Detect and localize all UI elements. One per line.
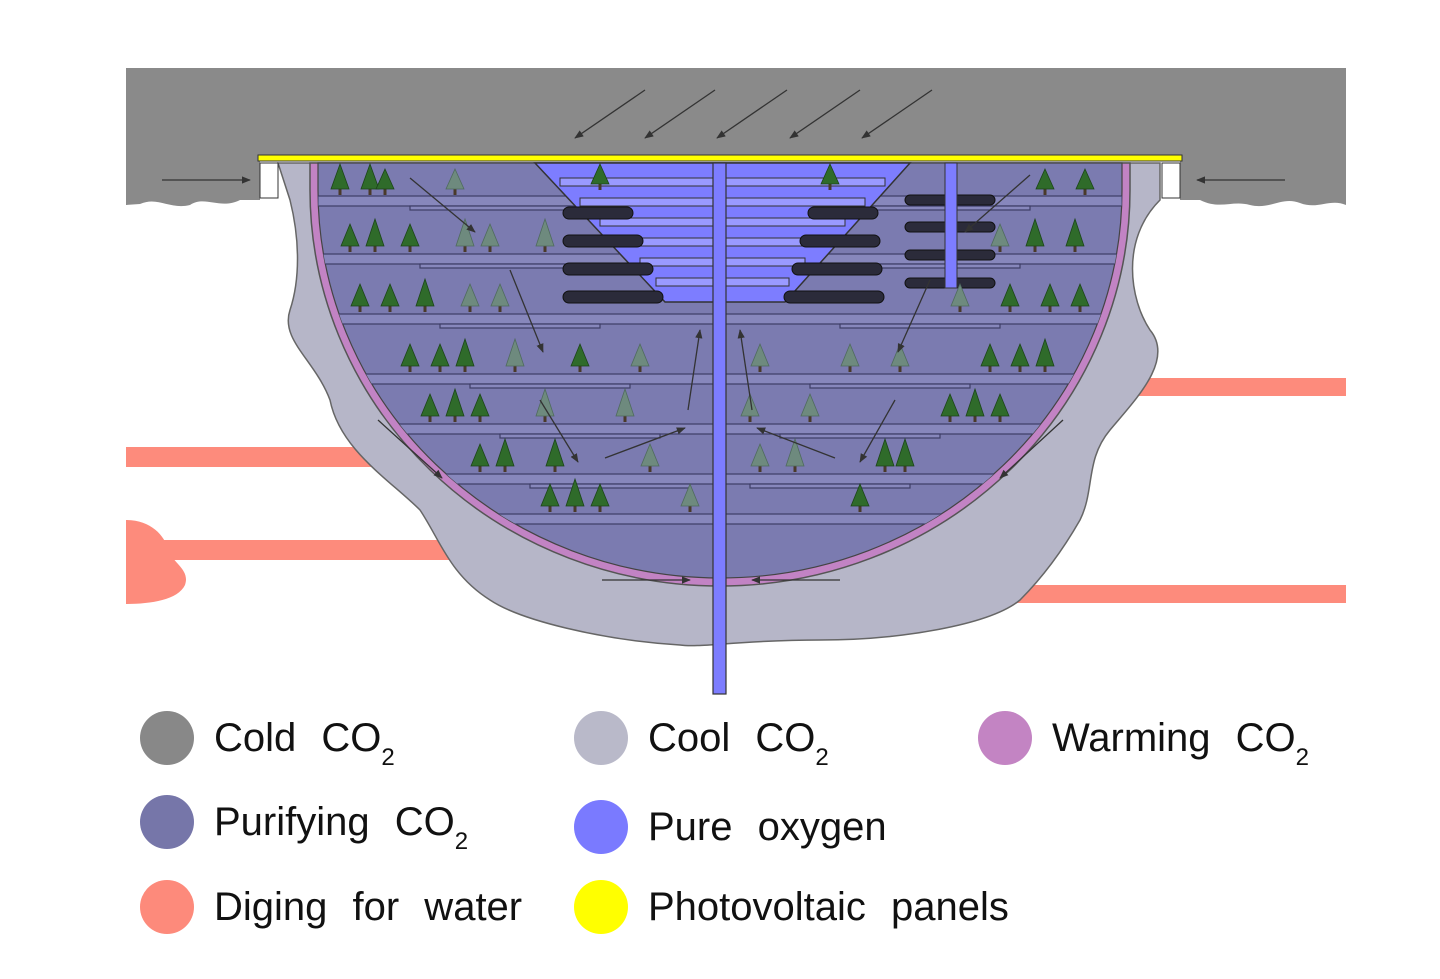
tree-icon [535, 387, 555, 422]
tree-icon [680, 482, 700, 512]
tree-icon [400, 342, 420, 372]
tree-icon [750, 342, 770, 372]
digging-swatch-icon [140, 880, 194, 934]
tree-icon [980, 342, 1000, 372]
pipe-left-lower [160, 540, 490, 560]
tree-icon [565, 477, 585, 512]
tree-icon [590, 163, 610, 190]
cold-co2-swatch-icon [140, 711, 194, 765]
legend-digging-for-water: Diging for water [140, 877, 522, 937]
tree-icon [1070, 282, 1090, 312]
legend-label: Cool CO2 [648, 716, 829, 771]
tree-icon [400, 222, 420, 252]
tree-icon [590, 482, 610, 512]
legend-warming-co2: Warming CO2 [978, 708, 1310, 771]
tree-icon [1025, 217, 1045, 252]
tree-icon [430, 342, 450, 372]
vent-left [259, 162, 279, 199]
legend-label: Photovoltaic panels [648, 885, 1009, 929]
tree-icon [330, 162, 350, 195]
tree-icon [570, 342, 590, 372]
pure-oxygen-swatch-icon [574, 800, 628, 854]
warming-co2-swatch-icon [978, 711, 1032, 765]
tree-icon [990, 222, 1010, 252]
tree-icon [460, 282, 480, 312]
tree-icon [940, 392, 960, 422]
legend-label: Pure oxygen [648, 805, 887, 849]
pipe-left-bulb [126, 520, 187, 604]
purifying-co2-swatch-icon [140, 795, 194, 849]
tree-icon [1000, 282, 1020, 312]
tree-icon [640, 442, 660, 472]
oxygen-shaft [712, 162, 727, 695]
tree-icon [490, 282, 510, 312]
legend-label: Diging for water [214, 885, 523, 929]
tree-icon [840, 342, 860, 372]
tree-icon [540, 482, 560, 512]
pipe-left-upper [126, 447, 386, 467]
tree-icon [750, 442, 770, 472]
tree-icon [375, 168, 395, 195]
legend-label: Purifying CO2 [214, 800, 469, 855]
tree-icon [875, 437, 895, 472]
tree-icon [890, 342, 910, 372]
tree-icon [1035, 168, 1055, 195]
tree-icon [895, 437, 915, 472]
tree-icon [495, 437, 515, 472]
tree-icon [445, 168, 465, 195]
tree-icon [990, 392, 1010, 422]
pipe-right-lower [1000, 585, 1346, 603]
tree-icon [820, 163, 840, 190]
tree-icon [1010, 342, 1030, 372]
tree-icon [545, 437, 565, 472]
tree-icon [1075, 168, 1095, 195]
tree-icon [965, 387, 985, 422]
vent-right [1161, 162, 1181, 199]
tree-icon [1035, 337, 1055, 372]
tree-icon [740, 392, 760, 422]
tree-icon [380, 282, 400, 312]
flow-arrows [162, 89, 1285, 584]
tree-icon [1040, 282, 1060, 312]
tree-icon [785, 437, 805, 472]
cold-co2-layer [126, 68, 1346, 207]
tree-icon [445, 387, 465, 422]
photovoltaic-panel [257, 154, 1183, 162]
tree-icon [615, 387, 635, 422]
tree-icon [455, 337, 475, 372]
tree-icon [950, 282, 970, 312]
tree-icon [480, 222, 500, 252]
legend-label: Warming CO2 [1052, 716, 1310, 771]
tree-icon [470, 392, 490, 422]
legend-purifying-co2: Purifying CO2 [140, 792, 469, 855]
legend-pure-oxygen: Pure oxygen [574, 797, 887, 857]
tree-icon [800, 392, 820, 422]
tree-icon [415, 277, 435, 312]
tree-icon [350, 282, 370, 312]
tree-icon [630, 342, 650, 372]
tree-icon [535, 217, 555, 252]
tree-icon [850, 482, 870, 512]
cool-co2-swatch-icon [574, 711, 628, 765]
trees [330, 162, 1095, 512]
legend-label: Cold CO2 [214, 716, 395, 771]
photovoltaic-swatch-icon [574, 880, 628, 934]
legend-cool-co2: Cool CO2 [574, 708, 829, 771]
tree-icon [365, 217, 385, 252]
tree-icon [470, 442, 490, 472]
legend-cold-co2: Cold CO2 [140, 708, 395, 771]
tree-icon [420, 392, 440, 422]
legend-photovoltaic-panels: Photovoltaic panels [574, 877, 1009, 937]
tree-icon [360, 162, 380, 195]
tree-icon [505, 337, 525, 372]
oxygen-riser-right [944, 162, 958, 289]
tree-icon [1065, 217, 1085, 252]
tree-icon [340, 222, 360, 252]
